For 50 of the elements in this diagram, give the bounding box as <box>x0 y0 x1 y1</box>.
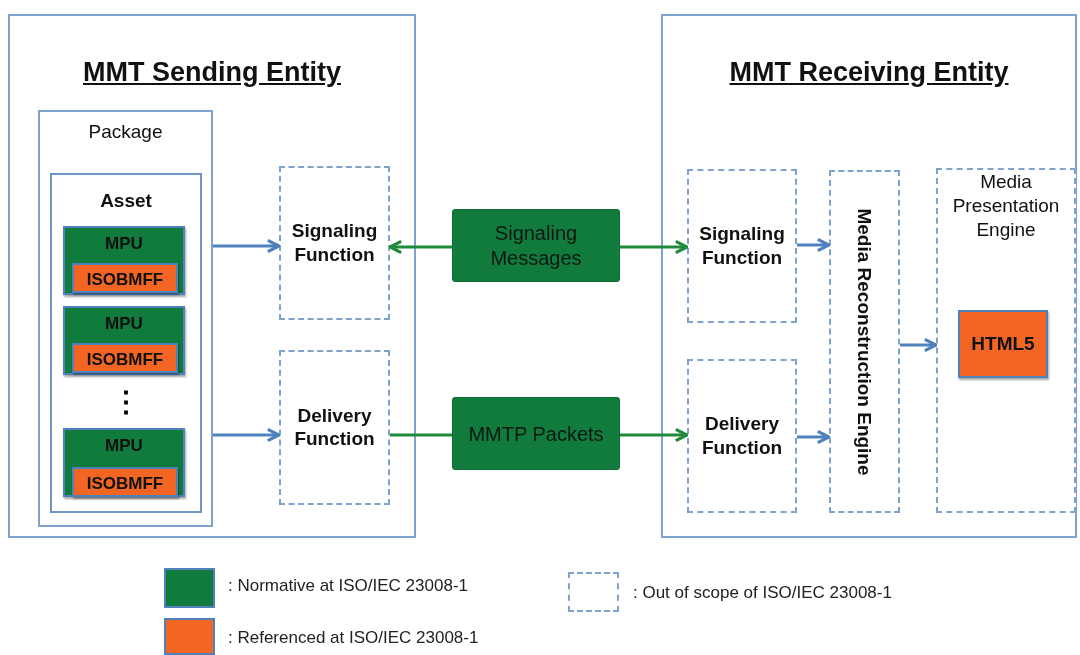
box-label: Media Presentation Engine <box>951 170 1061 242</box>
arrow <box>797 237 831 253</box>
arrow <box>620 239 689 255</box>
mpu-box <box>63 226 185 295</box>
box-label: ISOBMFF <box>85 349 165 371</box>
arrow <box>620 427 689 443</box>
entity-panel <box>8 14 416 538</box>
arrow <box>797 429 831 445</box>
legend-text: : Out of scope of ISO/IEC 23008-1 <box>633 583 892 603</box>
arrow <box>213 427 281 443</box>
format-box <box>72 263 178 293</box>
box-label: MPU <box>104 435 144 457</box>
entity-title: MMT Sending Entity <box>82 56 342 89</box>
box-label: MPU <box>104 233 144 255</box>
function-box <box>687 359 797 513</box>
function-box <box>279 166 390 320</box>
box-label: Delivery Function <box>293 403 376 452</box>
asset-box <box>50 173 202 513</box>
message-box <box>452 397 620 470</box>
mpu-box <box>63 306 185 375</box>
box-label: Signaling Messages <box>489 220 583 271</box>
group-label: Asset <box>99 189 153 213</box>
box-label: MPU <box>104 313 144 335</box>
format-box <box>958 310 1048 378</box>
arrow <box>388 239 452 255</box>
legend-text: : Normative at ISO/IEC 23008-1 <box>228 576 468 596</box>
message-box <box>452 209 620 282</box>
entity-panel <box>661 14 1077 538</box>
engine-box <box>829 170 900 513</box>
arrow <box>213 238 281 254</box>
legend-text: : Referenced at ISO/IEC 23008-1 <box>228 628 479 648</box>
box-label: HTML5 <box>970 332 1036 356</box>
box-label: Signaling Function <box>290 219 379 267</box>
box-label: Media Reconstruction Engine <box>853 207 877 476</box>
ellipsis-label: ⋮ <box>112 388 140 416</box>
box-label: ISOBMFF <box>85 473 165 495</box>
function-box <box>687 169 797 323</box>
mpu-box <box>63 428 185 497</box>
box-label: Signaling Function <box>698 222 786 270</box>
package-box <box>38 110 213 527</box>
box-label: Delivery Function <box>700 412 784 460</box>
arrow <box>900 337 938 353</box>
box-label: MMTP Packets <box>467 421 605 446</box>
function-box <box>279 350 390 505</box>
engine-box <box>936 168 1076 513</box>
format-box <box>72 467 178 497</box>
box-label: ISOBMFF <box>85 269 165 291</box>
entity-title: MMT Receiving Entity <box>728 56 1010 89</box>
format-box <box>72 343 178 373</box>
group-label: Package <box>87 120 164 144</box>
